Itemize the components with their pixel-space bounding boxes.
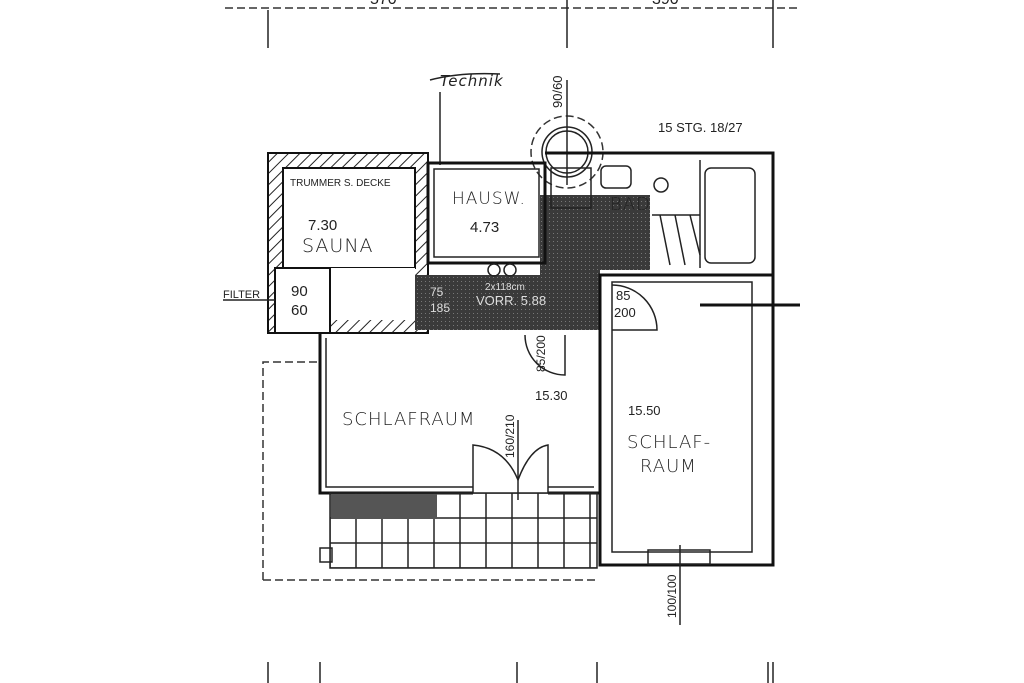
bathtub-icon bbox=[704, 167, 756, 264]
window-size: 100/100 bbox=[665, 574, 679, 618]
bottom-dimension-ticks bbox=[267, 662, 774, 683]
left-door-size: 85/200 bbox=[534, 335, 548, 372]
hausw-room bbox=[426, 161, 547, 265]
schlafraum-right-walls bbox=[598, 273, 775, 567]
top-dimension-line: 570 390 bbox=[225, 0, 800, 48]
schlafraum-right-name-2: RAUM bbox=[640, 456, 697, 477]
terrace-door: 160/210 bbox=[472, 414, 549, 500]
vorraum-label: VORR. 5.88 bbox=[476, 293, 546, 308]
bad-name: BAD bbox=[610, 194, 651, 215]
door-right bbox=[611, 284, 658, 331]
sink-icon bbox=[550, 167, 592, 209]
right-door-height: 200 bbox=[614, 305, 636, 320]
hausw-name: HAUSW. bbox=[452, 189, 526, 209]
filter-height: 60 bbox=[291, 302, 308, 319]
sauna-name: SAUNA bbox=[302, 235, 374, 257]
sauna-area: 7.30 bbox=[308, 217, 337, 234]
hausw-area: 4.73 bbox=[470, 219, 499, 236]
dimension-390: 390 bbox=[652, 0, 679, 8]
schlafraum-right-area: 15.50 bbox=[628, 403, 661, 418]
technik-label: Technik bbox=[440, 72, 504, 90]
stairs-label: 15 STG. 18/27 bbox=[658, 120, 743, 135]
schlafraum-left-area: 15.30 bbox=[535, 388, 568, 403]
sauna-door-width: 75 bbox=[430, 285, 444, 299]
vorraum-note: 2x118cm bbox=[485, 282, 525, 293]
filter-label: FILTER bbox=[223, 289, 260, 301]
terrace-door-size: 160/210 bbox=[503, 414, 517, 458]
filter-width: 90 bbox=[291, 283, 308, 300]
schlafraum-left-name: SCHLAFRAUM bbox=[342, 409, 475, 430]
schlafraum-right-name-1: SCHLAF- bbox=[627, 432, 711, 453]
planter bbox=[331, 494, 437, 519]
technik-leader bbox=[429, 72, 501, 81]
dimension-570: 570 bbox=[370, 0, 397, 8]
sauna-walls bbox=[267, 152, 429, 334]
window bbox=[647, 549, 711, 565]
right-door-width: 85 bbox=[616, 288, 630, 303]
sauna-note: TRUMMER S. DECKE bbox=[290, 178, 391, 189]
chimney: 90/60 bbox=[530, 75, 604, 189]
vorraum-floor bbox=[415, 195, 650, 330]
door-left: 85/200 bbox=[524, 335, 566, 376]
chimney-size: 90/60 bbox=[550, 75, 565, 108]
sauna-door-height: 185 bbox=[430, 301, 450, 315]
terrace-outline bbox=[262, 361, 597, 581]
toilet-icon bbox=[600, 165, 632, 189]
